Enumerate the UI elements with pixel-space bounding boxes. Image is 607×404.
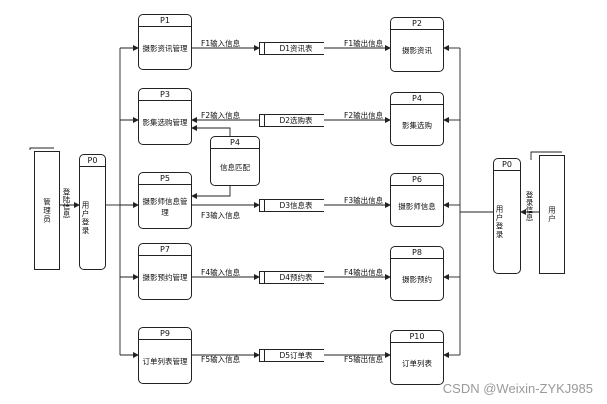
- process-name: 订单列表: [402, 359, 432, 368]
- flow-label-f1-out: F1输出信息: [344, 39, 384, 48]
- flow-label-f3-in: F3输入信息: [201, 211, 241, 220]
- process-id: P4: [391, 93, 443, 105]
- flow-label-f4-out: F4输出信息: [344, 268, 384, 277]
- process-p1: P1 摄影资讯管理: [138, 14, 192, 70]
- external-entity-user: 用户: [539, 155, 565, 274]
- process-name: 摄影师信息管理: [142, 196, 188, 217]
- process-name: 摄影预约: [402, 275, 432, 284]
- flow-label-f1-in: F1输入信息: [201, 39, 241, 48]
- process-p0-left: P0 用户登录: [79, 154, 106, 270]
- flow-label-login-right: 登录信息: [525, 191, 534, 221]
- flow-label-f4-in: F4输入信息: [201, 268, 241, 277]
- process-name: 摄影资讯: [402, 46, 432, 55]
- process-id: P7: [139, 244, 191, 256]
- process-id: P0: [80, 155, 105, 167]
- process-p4-purchase: P4 影集选购: [390, 92, 444, 146]
- process-name: 信息匹配: [220, 162, 250, 172]
- user-label: 用户: [547, 206, 557, 223]
- process-p4-match: P4 信息匹配: [210, 136, 260, 186]
- process-id: P5: [139, 173, 191, 185]
- process-id: P6: [391, 174, 443, 186]
- data-store-d4: D4预约表: [259, 271, 324, 284]
- process-name: 订单列表管理: [142, 357, 188, 366]
- process-id: P2: [391, 18, 443, 30]
- data-store-d1: D1资讯表: [259, 42, 324, 55]
- process-id: P9: [139, 328, 191, 340]
- store-name: D5订单表: [279, 351, 313, 360]
- flow-label-f2-in: F2输入信息: [201, 111, 241, 120]
- store-name: D2选购表: [279, 116, 313, 125]
- store-name: D4预约表: [279, 273, 313, 282]
- process-name: 用户登录: [81, 201, 90, 235]
- process-id: P1: [139, 15, 191, 27]
- process-name: 影集选购: [402, 120, 432, 130]
- data-store-d5: D5订单表: [259, 349, 324, 362]
- process-name: 摄影预约管理: [142, 273, 188, 282]
- process-p7: P7 摄影预约管理: [138, 243, 192, 300]
- process-p3: P3 影集选购管理: [138, 88, 192, 145]
- data-store-d3: D3信息表: [259, 199, 324, 212]
- data-store-d2: D2选购表: [259, 114, 324, 127]
- flow-label-f5-out: F5输出信息: [344, 355, 384, 364]
- store-name: D3信息表: [279, 201, 313, 210]
- process-id: P0: [494, 159, 520, 171]
- process-p10: P10 订单列表: [390, 330, 444, 385]
- process-name: 摄影师信息: [398, 201, 436, 211]
- process-id: P8: [391, 247, 443, 259]
- external-entity-admin: 管理员: [34, 151, 60, 270]
- flow-label-f3-out: F3输出信息: [344, 196, 384, 205]
- flow-label-f5-in: F5输入信息: [201, 355, 241, 364]
- flow-label-f2-out: F2输出信息: [344, 111, 384, 120]
- process-p2: P2 摄影资讯: [390, 17, 444, 72]
- process-name: 影集选购管理: [142, 118, 188, 127]
- process-id: P3: [139, 89, 191, 101]
- process-p5: P5 摄影师信息管理: [138, 172, 192, 229]
- watermark: CSDN @Weixin-ZYKJ985: [442, 381, 593, 396]
- admin-label: 管理员: [42, 197, 52, 224]
- process-p0-right: P0 用户登录: [493, 158, 521, 274]
- process-name: 用户登录: [495, 205, 504, 239]
- process-p9: P9 订单列表管理: [138, 327, 192, 384]
- process-p8: P8 摄影预约: [390, 246, 444, 301]
- process-id: P4: [211, 137, 259, 149]
- flow-label-login-left: 登陆信息: [62, 188, 71, 218]
- process-id: P10: [391, 331, 443, 343]
- store-name: D1资讯表: [279, 44, 313, 53]
- process-p6: P6 摄影师信息: [390, 173, 444, 227]
- process-name: 摄影资讯管理: [142, 43, 188, 53]
